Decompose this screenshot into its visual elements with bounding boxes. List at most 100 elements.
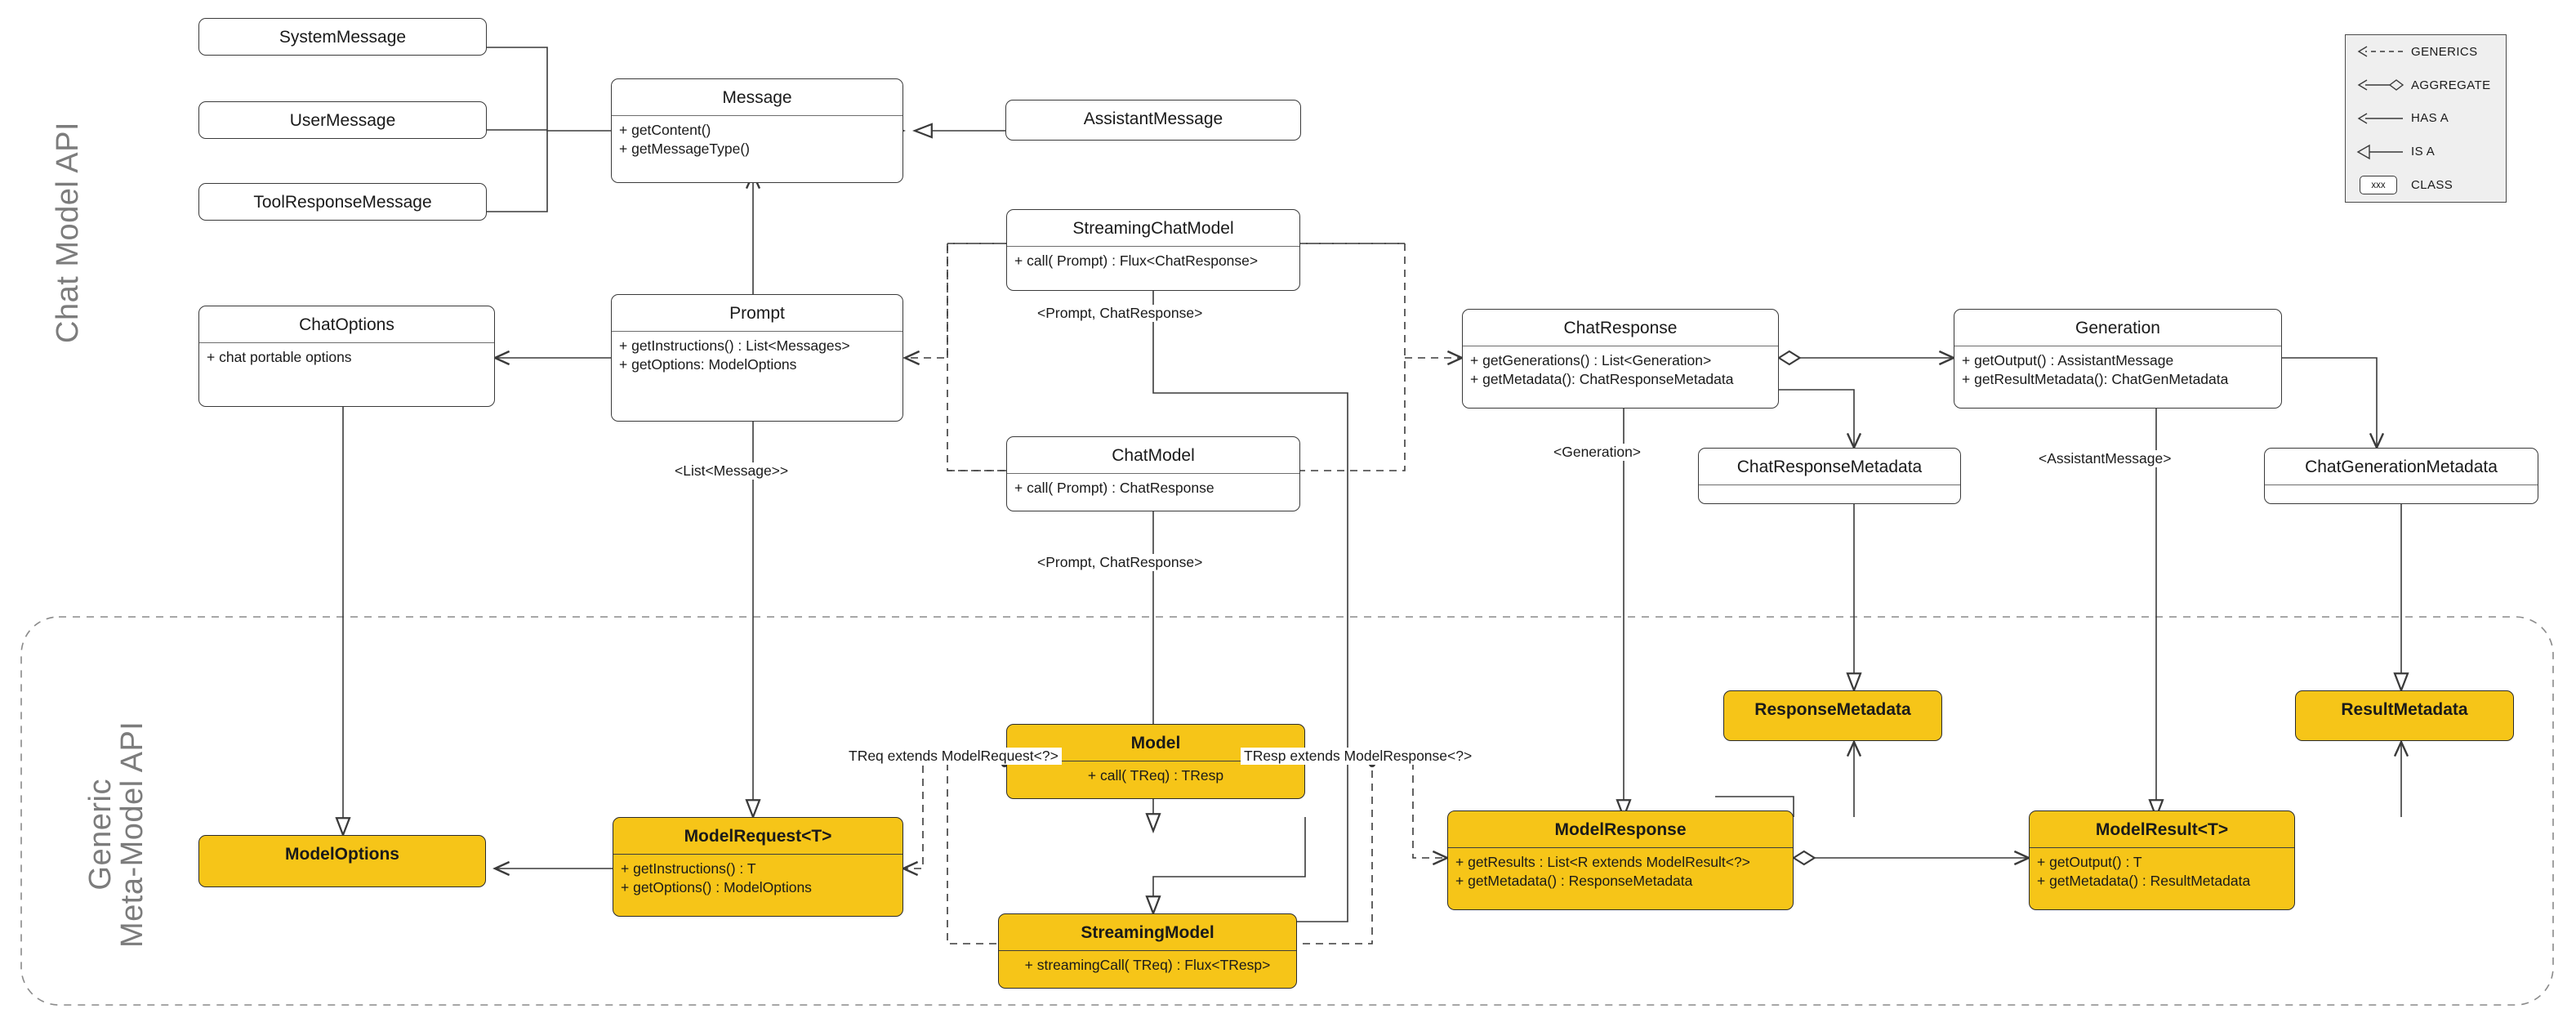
member: + getOutput() : T [2037, 854, 2142, 871]
class-separator [612, 331, 902, 333]
member: + getMetadata() : ResultMetadata [2037, 872, 2251, 889]
member: + call( Prompt) : Flux<ChatResponse> [1014, 252, 1259, 270]
class-name: ChatGenerationMetadata [2305, 458, 2498, 476]
legend-label: AGGREGATE [2411, 78, 2491, 92]
member: + getMetadata(): ChatResponseMetadata [1470, 370, 1734, 387]
legend-row-generics: GENERICS [2346, 35, 2506, 69]
class-members: + getContent() + getMessageType() [612, 116, 902, 163]
class-members: + getGenerations() : List<Generation> + … [1463, 346, 1778, 394]
edge-label-prompt-chatresponse-bottom: <Prompt, ChatResponse> [1034, 554, 1206, 571]
class-name: StreamingModel [1081, 923, 1214, 942]
member: + getResults : List<R extends ModelResul… [1455, 854, 1750, 871]
class-name: ResponseMetadata [1754, 700, 1911, 719]
class-members: + chat portable options [199, 343, 494, 372]
member: + chat portable options [207, 349, 352, 366]
class-box-system-message[interactable]: SystemMessage [198, 18, 487, 56]
class-box-chat-response-metadata[interactable]: ChatResponseMetadata [1698, 448, 1961, 504]
class-name: UserMessage [289, 111, 396, 130]
class-box-response-metadata[interactable]: ResponseMetadata [1723, 690, 1942, 741]
edge-label-tresp-extends: TResp extends ModelResponse<?> [1241, 748, 1476, 765]
class-name: ModelResult<T> [2095, 820, 2229, 839]
legend-row-class: xxx CLASS [2346, 168, 2506, 202]
legend-label: IS A [2411, 145, 2436, 159]
class-box-tool-response-message[interactable]: ToolResponseMessage [198, 183, 487, 221]
legend-label: CLASS [2411, 178, 2453, 193]
class-box-model-request[interactable]: ModelRequest<T> + getInstructions() : T … [613, 817, 903, 917]
member: + getOptions() : ModelOptions [621, 878, 812, 895]
dashed-arrow-icon [2354, 42, 2404, 61]
class-box-generation[interactable]: Generation + getOutput() : AssistantMess… [1954, 309, 2282, 409]
class-name: ChatModel [1112, 446, 1195, 465]
class-members: + getInstructions() : T + getOptions() :… [613, 855, 902, 902]
member: + getInstructions() : T [621, 860, 756, 877]
solid-arrow-icon [2354, 109, 2404, 128]
class-name: ChatOptions [299, 315, 394, 334]
class-name: ChatResponse [1563, 319, 1678, 337]
class-members: + call( TReq) : TResp [1007, 761, 1304, 790]
member: + call( Prompt) : ChatResponse [1014, 480, 1214, 497]
member: + getResultMetadata(): ChatGenMetadata [1962, 370, 2229, 387]
group-caption-line-2: Meta-Model API [114, 721, 149, 948]
member: + getInstructions() : List<Messages> [619, 337, 850, 355]
edge-label-treq-extends: TReq extends ModelRequest<?> [845, 748, 1062, 765]
group-caption-chat-model-api: Chat Model API [51, 121, 85, 343]
member: + call( TReq) : TResp [1087, 767, 1224, 784]
class-members: + call( Prompt) : Flux<ChatResponse> [1007, 247, 1299, 275]
group-caption-line-1: Generic [83, 779, 118, 891]
class-box-chat-model[interactable]: ChatModel + call( Prompt) : ChatResponse [1006, 436, 1300, 511]
class-name: ResultMetadata [2341, 700, 2468, 719]
edge-label-assistant-message: <AssistantMessage> [2035, 450, 2175, 467]
legend-row-has-a: HAS A [2346, 102, 2506, 136]
class-box-prompt[interactable]: Prompt + getInstructions() : List<Messag… [611, 294, 903, 422]
edge-label-list-message: <List<Message>> [671, 462, 792, 480]
edge-label-generation: <Generation> [1550, 444, 1645, 461]
legend-class-box-text: xxx [2360, 176, 2397, 195]
class-members: + getInstructions() : List<Messages> + g… [612, 332, 902, 379]
legend-row-is-a: IS A [2346, 135, 2506, 168]
member: + getGenerations() : List<Generation> [1470, 352, 1712, 369]
class-name: ModelOptions [285, 845, 399, 864]
class-name: Prompt [729, 304, 785, 323]
class-box-result-metadata[interactable]: ResultMetadata [2295, 690, 2514, 741]
class-name: Message [722, 88, 792, 107]
class-box-model-options[interactable]: ModelOptions [198, 835, 486, 887]
member: + getMetadata() : ResponseMetadata [1455, 872, 1693, 889]
class-separator [199, 342, 494, 344]
legend-row-aggregate: AGGREGATE [2346, 69, 2506, 102]
class-box-model-response[interactable]: ModelResponse + getResults : List<R exte… [1447, 810, 1794, 910]
class-box-user-message[interactable]: UserMessage [198, 101, 487, 139]
class-name: StreamingChatModel [1072, 219, 1234, 238]
class-members: + call( Prompt) : ChatResponse [1007, 474, 1299, 502]
class-box-streaming-chat-model[interactable]: StreamingChatModel + call( Prompt) : Flu… [1006, 209, 1300, 291]
class-members: + getResults : List<R extends ModelResul… [1448, 848, 1793, 895]
class-name: ToolResponseMessage [253, 193, 432, 212]
class-name: ModelResponse [1554, 820, 1687, 839]
class-box-chat-options[interactable]: ChatOptions + chat portable options [198, 306, 495, 407]
member: + getContent() [619, 122, 711, 139]
member: + getOutput() : AssistantMessage [1962, 352, 2174, 369]
class-box-chat-response[interactable]: ChatResponse + getGenerations() : List<G… [1462, 309, 1779, 409]
class-name: SystemMessage [279, 28, 407, 47]
edge-label-prompt-chatresponse-top: <Prompt, ChatResponse> [1034, 305, 1206, 322]
class-box-chat-generation-metadata[interactable]: ChatGenerationMetadata [2264, 448, 2538, 504]
legend-label: GENERICS [2411, 44, 2478, 59]
legend-panel: GENERICS AGGREGATE HAS A [2345, 34, 2507, 203]
class-box-icon: xxx [2354, 176, 2404, 195]
class-members: + streamingCall( TReq) : Flux<TResp> [999, 951, 1296, 980]
class-box-assistant-message[interactable]: AssistantMessage [1005, 100, 1301, 141]
member: + streamingCall( TReq) : Flux<TResp> [1024, 957, 1271, 974]
class-name: Generation [2075, 319, 2160, 337]
member: + getOptions: ModelOptions [619, 355, 797, 373]
group-caption-generic-meta-model-api: Generic Meta-Model API [83, 721, 149, 948]
class-name: ChatResponseMetadata [1736, 458, 1923, 476]
class-box-message[interactable]: Message + getContent() + getMessageType(… [611, 78, 903, 183]
class-box-streaming-model[interactable]: StreamingModel + streamingCall( TReq) : … [998, 913, 1297, 989]
hollow-triangle-arrow-icon [2354, 142, 2404, 162]
legend-label: HAS A [2411, 111, 2449, 126]
class-members: + getOutput() : AssistantMessage + getRe… [1954, 346, 2281, 394]
class-box-model-result[interactable]: ModelResult<T> + getOutput() : T + getMe… [2029, 810, 2295, 910]
class-name: ModelRequest<T> [684, 827, 832, 846]
class-name: AssistantMessage [1083, 109, 1223, 128]
member: + getMessageType() [619, 140, 751, 157]
